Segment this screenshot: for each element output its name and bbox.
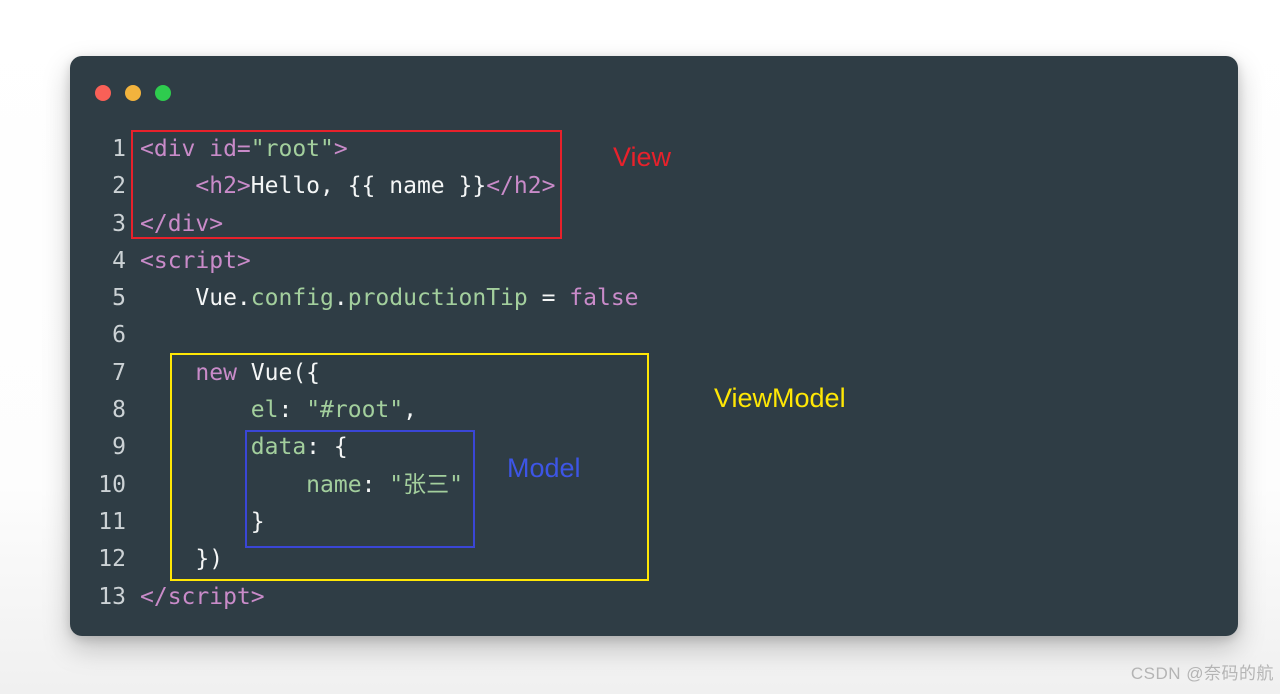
code-token bbox=[140, 472, 306, 498]
line-number: 4 bbox=[112, 247, 126, 274]
code-line: 11 } bbox=[70, 504, 1238, 541]
code-text: name: "张三" bbox=[140, 467, 463, 504]
line-number: 12 bbox=[98, 546, 126, 573]
watermark: CSDN @奈码的航 bbox=[1130, 664, 1274, 683]
code-line: 9 data: { bbox=[70, 429, 1238, 466]
view-label: View bbox=[613, 142, 672, 172]
line-number: 11 bbox=[98, 508, 126, 535]
code-token: Hello, {{ name }} bbox=[250, 173, 487, 200]
code-token: data bbox=[250, 434, 307, 461]
line-number: 5 bbox=[112, 285, 126, 312]
code-line: 5 Vue.config.productionTip = false bbox=[70, 280, 1238, 317]
line-number: 2 bbox=[112, 173, 126, 200]
code-line: 12 }) bbox=[70, 541, 1238, 578]
code-token: : { bbox=[306, 434, 348, 461]
code-token: config bbox=[250, 285, 334, 312]
code-line: 1 <div id="root"> bbox=[70, 131, 1238, 168]
code-token: <div id= bbox=[140, 136, 251, 162]
line-number: 1 bbox=[112, 136, 126, 162]
code-token bbox=[140, 434, 251, 460]
line-number: 6 bbox=[112, 322, 126, 349]
code-token: productionTip bbox=[347, 285, 528, 312]
code-line: 2 <h2>Hello, {{ name }}</h2> bbox=[70, 168, 1238, 205]
code-text: </div> bbox=[140, 206, 223, 243]
code-line: 10 name: "张三" bbox=[70, 467, 1238, 504]
close-button[interactable] bbox=[95, 85, 111, 101]
code-area: 1<div id="root">2 <h2>Hello, {{ name }}<… bbox=[70, 131, 1238, 616]
code-token: = bbox=[527, 285, 570, 312]
line-number: 9 bbox=[112, 434, 126, 461]
code-line: 4 <script> bbox=[70, 243, 1238, 280]
code-editor-window: 1<div id="root">2 <h2>Hello, {{ name }}<… bbox=[70, 56, 1238, 636]
code-text: <h2>Hello, {{ name }}</h2> bbox=[140, 168, 555, 205]
code-token bbox=[140, 173, 195, 199]
code-token: } bbox=[140, 508, 265, 535]
code-token: }) bbox=[140, 546, 224, 573]
code-text: }) bbox=[140, 541, 223, 578]
code-line: 8 el: "#root", bbox=[70, 392, 1238, 429]
code-token: : bbox=[278, 397, 307, 424]
code-token: name bbox=[306, 471, 362, 498]
code-token: </script> bbox=[140, 583, 265, 610]
code-token: <script> bbox=[140, 247, 251, 274]
code-token: Vue({ bbox=[236, 359, 321, 386]
code-token: > bbox=[333, 136, 348, 162]
code-token: false bbox=[569, 285, 639, 312]
line-number: 10 bbox=[98, 471, 126, 498]
code-line: 13 </script> bbox=[70, 579, 1238, 616]
code-line: 7 new Vue({ bbox=[70, 355, 1238, 392]
code-token: <h2> bbox=[195, 173, 251, 200]
line-number: 8 bbox=[112, 397, 126, 424]
code-text: new Vue({ bbox=[140, 355, 320, 392]
code-text: Vue.config.productionTip = false bbox=[140, 280, 639, 317]
code-token: , bbox=[403, 397, 417, 424]
code-token: "root" bbox=[250, 136, 334, 162]
code-token: el bbox=[250, 397, 279, 424]
code-token: </div> bbox=[140, 210, 224, 237]
code-text: data: { bbox=[140, 429, 348, 466]
code-token bbox=[140, 360, 195, 386]
code-token: new bbox=[195, 359, 237, 386]
code-token: . bbox=[333, 285, 348, 312]
line-number: 3 bbox=[112, 210, 126, 237]
code-token: Vue. bbox=[140, 285, 251, 312]
code-token: </h2> bbox=[486, 173, 556, 200]
code-text: } bbox=[140, 504, 265, 541]
line-number: 13 bbox=[98, 583, 126, 610]
maximize-button[interactable] bbox=[155, 85, 171, 101]
code-text: <div id="root"> bbox=[140, 131, 348, 168]
code-line: 6 bbox=[70, 317, 1238, 354]
code-token: : bbox=[361, 471, 390, 498]
code-token: "张三" bbox=[389, 471, 463, 498]
model-label: Model bbox=[507, 453, 581, 483]
code-line: 3 </div> bbox=[70, 206, 1238, 243]
minimize-button[interactable] bbox=[125, 85, 141, 101]
code-token: "#root" bbox=[306, 397, 404, 424]
code-text: <script> bbox=[140, 243, 251, 280]
viewmodel-label: ViewModel bbox=[714, 383, 846, 413]
code-text: </script> bbox=[140, 579, 265, 616]
line-number: 7 bbox=[112, 359, 126, 386]
window-controls bbox=[95, 85, 171, 101]
code-text: el: "#root", bbox=[140, 392, 417, 429]
code-token bbox=[140, 397, 251, 423]
